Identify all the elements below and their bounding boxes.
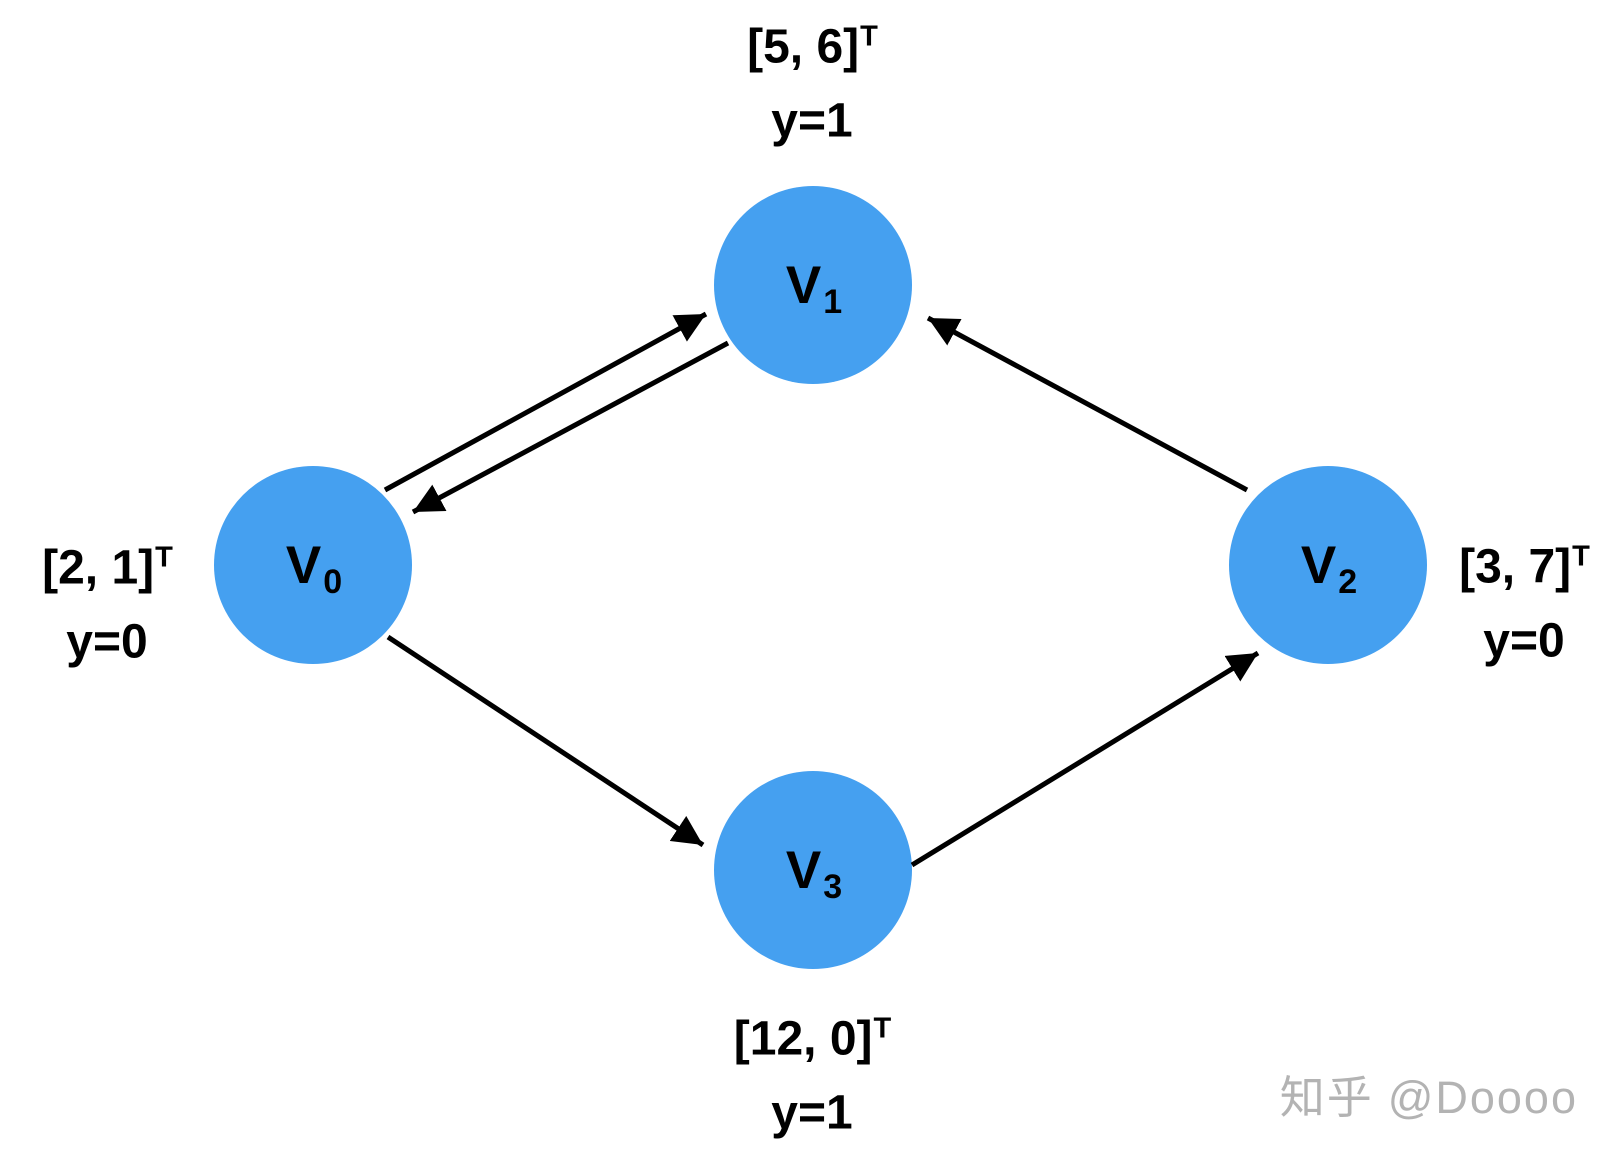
zhihu-watermark-brand: 知乎	[1279, 1072, 1374, 1123]
node-v3-label: V3	[785, 840, 843, 906]
node-v2: V2	[1229, 466, 1427, 664]
zhihu-watermark: 知乎 @Doooo	[1280, 1061, 1578, 1126]
annotation-v0: [2, 1]T y=0	[42, 535, 173, 676]
node-v0: V0	[214, 466, 412, 664]
node-v0-label: V0	[285, 535, 343, 601]
annotation-v0-vector: [2, 1]T	[42, 541, 173, 595]
annotation-v0-class: y=0	[66, 615, 148, 669]
edge-v1-to-v0	[411, 340, 730, 515]
annotation-v2: [3, 7]T y=0	[1459, 534, 1590, 675]
annotation-v3-vector: [12, 0]T	[733, 1012, 892, 1066]
edge-v2-to-v1	[926, 315, 1249, 493]
annotation-v2-vector: [3, 7]T	[1459, 540, 1590, 594]
node-v2-label: V2	[1300, 535, 1358, 601]
edge-v3-to-v2	[910, 650, 1260, 868]
edge-v0-to-v3	[386, 634, 705, 848]
edge-v0-to-v1	[383, 311, 708, 493]
annotation-v1-class: y=1	[771, 94, 853, 148]
annotation-v3: [12, 0]T y=1	[733, 1006, 892, 1147]
zhihu-watermark-handle: @Doooo	[1387, 1072, 1578, 1123]
node-v1: V1	[714, 186, 912, 384]
node-v3: V3	[714, 771, 912, 969]
annotation-v2-class: y=0	[1483, 614, 1565, 668]
annotation-v1-vector: [5, 6]T	[747, 20, 878, 74]
node-v1-label: V1	[785, 255, 843, 321]
annotation-v3-class: y=1	[771, 1086, 853, 1140]
annotation-v1: [5, 6]T y=1	[747, 14, 878, 155]
